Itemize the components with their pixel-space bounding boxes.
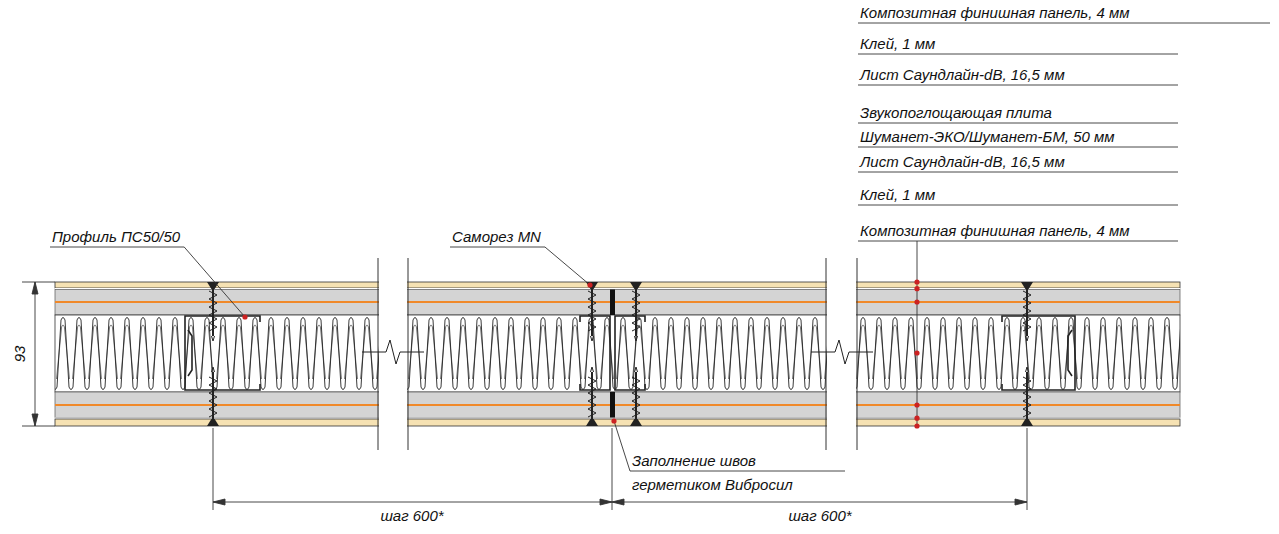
screw-symbol (630, 282, 642, 341)
leader-dot (587, 282, 592, 287)
dimension-value: шаг 600* (788, 507, 851, 525)
part-callout: герметиком Вибросил (632, 476, 793, 494)
layer-callout: Клей, 1 мм (860, 186, 935, 204)
screw-symbol (207, 367, 219, 426)
callout-underline (858, 241, 1178, 242)
screw-symbol (1021, 367, 1033, 426)
callout-underline (858, 23, 1270, 24)
leader-line (614, 421, 630, 471)
screws (207, 282, 1033, 426)
callout-underline (630, 471, 845, 472)
part-callout: Саморез MN (452, 228, 541, 246)
callout-underline (50, 247, 184, 248)
callout-leaders (50, 23, 1270, 471)
sealant-joints (610, 290, 615, 418)
screw-symbol (586, 367, 598, 426)
layer-callout: Клей, 1 мм (860, 35, 935, 53)
layer-callout: Композитная финишная панель, 4 мм (860, 4, 1130, 22)
dimension-value: шаг 600* (380, 507, 443, 525)
layer-callout: Композитная финишная панель, 4 мм (860, 222, 1130, 240)
layer-callout: Лист Саундлайн-dB, 16,5 мм (860, 66, 1065, 84)
break-gaps (362, 258, 873, 450)
callout-underline (858, 85, 1178, 86)
leader-line (545, 247, 590, 285)
leader-dot (611, 418, 616, 423)
leader-dot (242, 314, 247, 319)
steel-profiles (185, 316, 1075, 390)
callout-underline (858, 123, 1178, 124)
part-callout: Заполнение швов (632, 452, 756, 470)
leader-line (184, 247, 245, 317)
dimension-value: 93 (11, 346, 29, 363)
layer-callout: Лист Саундлайн-dB, 16,5 мм (860, 153, 1065, 171)
layer-callout: Звукопоглощающая плита (860, 104, 1052, 122)
part-callout: Профиль ПС50/50 (52, 228, 180, 246)
screw-symbol (586, 282, 598, 341)
screw-symbol (630, 367, 642, 426)
callout-underline (858, 147, 1178, 148)
screw-symbol (1021, 282, 1033, 341)
callout-underline (858, 172, 1178, 173)
layer-leader (914, 241, 919, 429)
screw-symbol (207, 282, 219, 341)
layer-callout: Шуманет-ЭКО/Шуманет-БМ, 50 мм (860, 128, 1115, 146)
callout-underline (858, 54, 1178, 55)
wall-layers (55, 282, 1180, 426)
callout-underline (858, 205, 1178, 206)
callout-underline (450, 247, 545, 248)
